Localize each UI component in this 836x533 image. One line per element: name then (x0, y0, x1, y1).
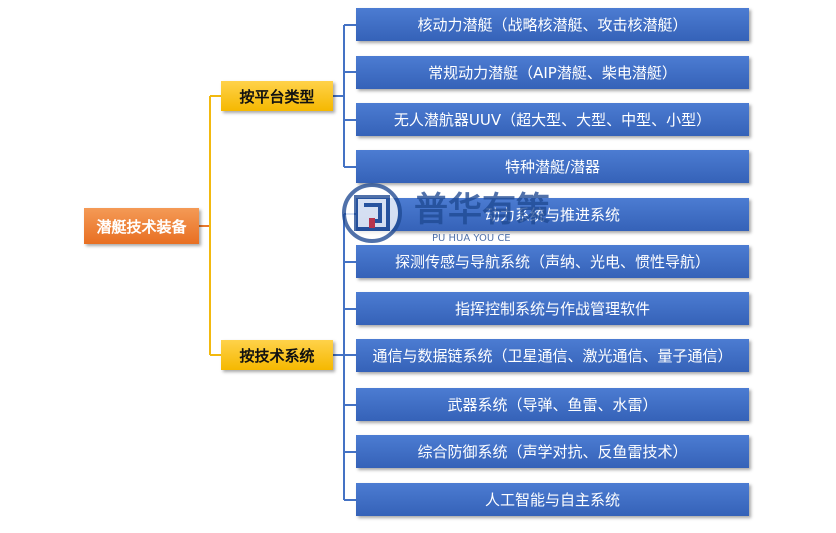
leaf-node: 无人潜航器UUV（超大型、大型、中型、小型） (356, 103, 749, 136)
branch-1-connectors (333, 24, 356, 168)
leaf-node: 动力系统与推进系统 (356, 198, 749, 231)
branch-node-technical-system: 按技术系统 (221, 340, 333, 370)
leaf-node: 探测传感与导航系统（声纳、光电、惯性导航） (356, 245, 749, 278)
leaf-node: 综合防御系统（声学对抗、反鱼雷技术） (356, 435, 749, 468)
root-node: 潜艇技术装备 (84, 208, 199, 244)
branch-2-connectors (333, 213, 356, 501)
leaf-node: 核动力潜艇（战略核潜艇、攻击核潜艇） (356, 8, 749, 41)
leaf-node: 通信与数据链系统（卫星通信、激光通信、量子通信） (356, 339, 749, 372)
leaf-node: 特种潜艇/潜器 (356, 150, 749, 183)
leaf-node: 指挥控制系统与作战管理软件 (356, 292, 749, 325)
root-connectors (199, 95, 221, 356)
leaf-node: 人工智能与自主系统 (356, 483, 749, 516)
leaf-node: 常规动力潜艇（AIP潜艇、柴电潜艇） (356, 56, 749, 89)
leaf-node: 武器系统（导弹、鱼雷、水雷） (356, 388, 749, 421)
branch-node-platform-type: 按平台类型 (221, 81, 333, 111)
